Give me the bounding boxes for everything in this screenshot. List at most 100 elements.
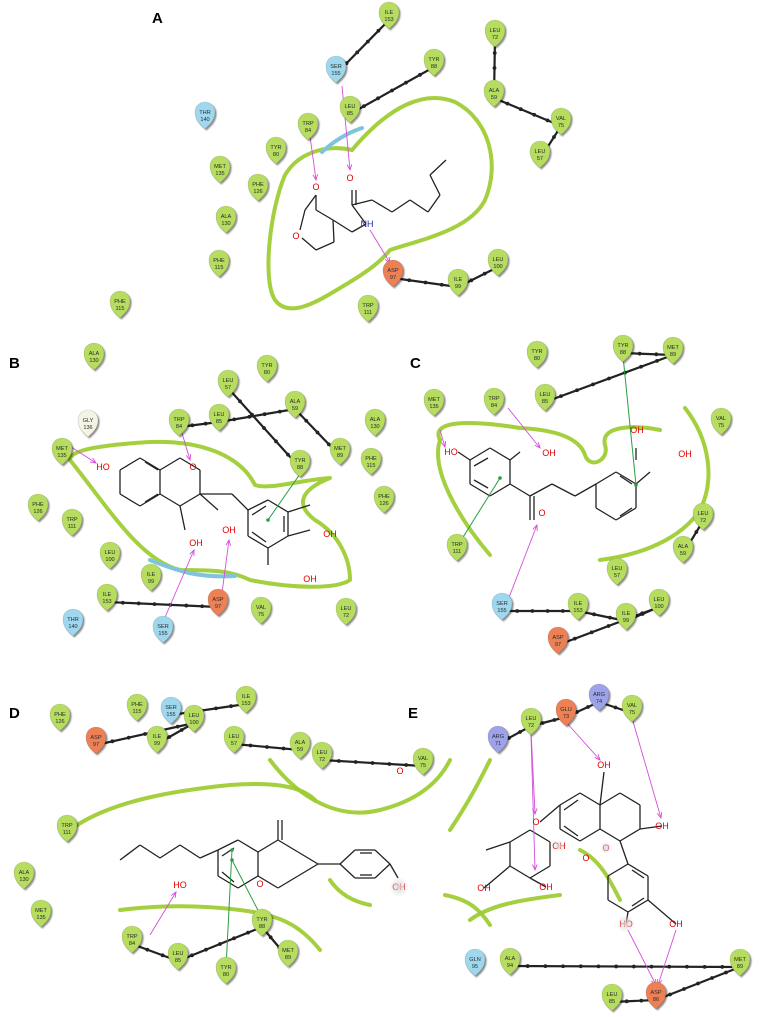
interaction-arrowhead [185, 453, 192, 462]
residue-name: ALA [370, 417, 381, 423]
ligand-layer [299, 159, 447, 251]
residue-name: MET [734, 957, 746, 963]
residue-number: 59 [680, 551, 686, 557]
backbone-node [492, 51, 497, 55]
residue-name: VAL [418, 756, 428, 762]
backbone-node [281, 746, 286, 751]
interaction-arrowhead [594, 754, 601, 761]
residue-number: 97 [390, 275, 396, 281]
panel-a: ILE153SER155TYR88LEU85TRP84THR140TYR80ME… [152, 1, 572, 323]
backbone-node [552, 135, 556, 139]
residue-marker [447, 268, 469, 297]
backbone-node [469, 278, 474, 283]
residue-number: 72 [700, 518, 706, 524]
atom-label: O [256, 879, 263, 889]
atom-label: O [292, 231, 299, 241]
residue-name: GLU [560, 707, 572, 713]
residue-number: 126 [379, 501, 388, 507]
residue-name: MET [667, 345, 679, 351]
residue-marker [30, 899, 52, 928]
pocket-outline [443, 893, 492, 927]
residue-number: 115 [133, 709, 142, 715]
residue-marker [83, 342, 105, 371]
residue-number: 136 [83, 425, 92, 431]
ligand-bond [217, 839, 239, 851]
residue-name: PHE [32, 502, 44, 508]
ligand-bond [559, 792, 581, 806]
residue-number: 126 [55, 719, 64, 725]
panel-label: E [408, 705, 418, 722]
residue-number: 135 [36, 915, 45, 921]
residue-marker [360, 447, 382, 476]
residue-number: 80 [223, 972, 229, 978]
backbone-node [613, 705, 618, 710]
residue-name: ASP [387, 268, 398, 274]
residue-marker [250, 596, 272, 625]
interaction-layer [530, 717, 677, 987]
residue-marker [484, 19, 506, 48]
ligand-bond [159, 493, 181, 507]
interaction-arrowhead [225, 538, 232, 546]
residue-marker [491, 592, 513, 621]
ligand-bond [267, 535, 289, 549]
ligand-bond [469, 483, 491, 497]
residue-marker [601, 983, 623, 1012]
solvent-exposure [617, 915, 635, 933]
residue-marker [662, 336, 684, 365]
ligand-bond [599, 771, 605, 806]
residue-name: LEU [173, 951, 184, 957]
ligand-layer [457, 447, 651, 521]
backbone-node [110, 739, 115, 744]
atom-label: O [582, 853, 589, 863]
pi-stacking-point [498, 476, 502, 480]
residue-marker [364, 408, 386, 437]
residue-name: PHE [252, 182, 264, 188]
interaction-arrowhead [90, 457, 97, 464]
residue-number: 130 [89, 358, 98, 364]
pocket-layer [68, 439, 352, 589]
residue-number: 89 [285, 955, 291, 961]
residue-number: 99 [455, 284, 461, 290]
ligand-bond [429, 159, 447, 176]
backbone-node [229, 704, 233, 709]
panel-label: C [410, 355, 421, 372]
atom-label: OH [323, 529, 337, 539]
residue-number: 140 [200, 117, 209, 123]
ligand-bond [315, 209, 334, 221]
residue-marker [146, 725, 168, 754]
residue-name: LEU [607, 992, 618, 998]
ligand-bond [199, 849, 219, 859]
ligand-bond [237, 875, 259, 889]
residue-number: 115 [367, 463, 376, 469]
interaction-arrowhead [189, 548, 195, 557]
ligand-bond [469, 447, 491, 461]
residue-marker [648, 588, 670, 617]
backbone-node [387, 762, 392, 766]
interaction-arrowhead [346, 164, 353, 172]
residue-layer: PHE126SER155ILE153PHE115LEU100ASP97ILE99… [13, 685, 434, 985]
ligand-bond [457, 451, 471, 461]
residue-name: LEU [490, 28, 501, 34]
pi-stacking-point [230, 858, 234, 862]
residue-marker [194, 101, 216, 130]
residue-marker [621, 694, 643, 723]
residue-marker [56, 814, 78, 843]
ligand-bond [509, 483, 531, 497]
ligand-bond [332, 219, 353, 233]
residue-marker [77, 409, 99, 438]
ligand-bond [139, 493, 161, 507]
